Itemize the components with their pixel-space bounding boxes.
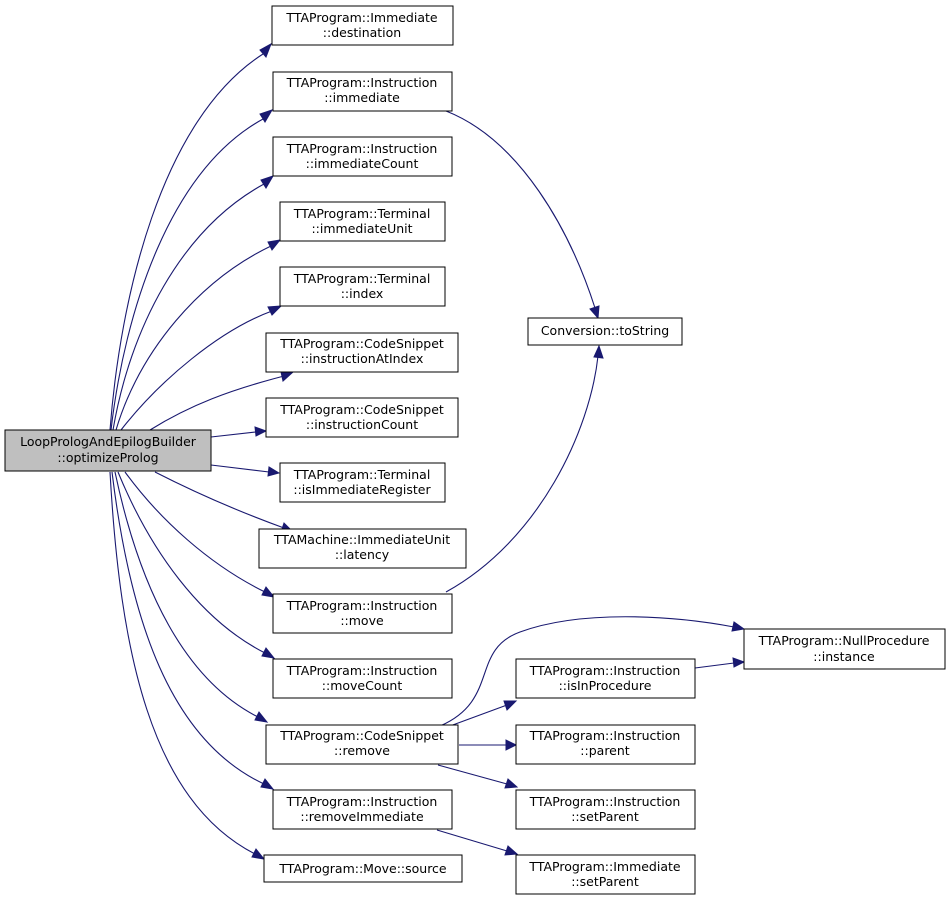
node-line2: ::isImmediateRegister bbox=[293, 482, 431, 497]
node-line2: ::destination bbox=[323, 25, 401, 40]
node-line1: TTAProgram::CodeSnippet bbox=[279, 728, 444, 743]
node-line1: LoopPrologAndEpilogBuilder bbox=[20, 434, 197, 449]
node-instruction-immediatecount[interactable]: TTAProgram::Instruction ::immediateCount bbox=[272, 136, 453, 177]
node-instruction-move[interactable]: TTAProgram::Instruction ::move bbox=[272, 593, 453, 634]
node-instruction-movecount[interactable]: TTAProgram::Instruction ::moveCount bbox=[272, 658, 453, 699]
edge-root-to-codesnippet-instructioncount bbox=[210, 426, 268, 438]
node-line1: TTAProgram::Instruction bbox=[286, 794, 438, 809]
node-nullprocedure-instance[interactable]: TTAProgram::NullProcedure ::instance bbox=[743, 628, 946, 670]
node-line2: ::removeImmediate bbox=[300, 809, 424, 824]
node-move-source[interactable]: TTAProgram::Move::source bbox=[263, 854, 463, 883]
node-line1: TTAProgram::Instruction bbox=[286, 598, 438, 613]
node-terminal-immediateunit[interactable]: TTAProgram::Terminal ::immediateUnit bbox=[279, 201, 446, 242]
node-loopprologandepilogbuilder-optimizeprolog[interactable]: LoopPrologAndEpilogBuilder ::optimizePro… bbox=[4, 429, 212, 472]
node-line1: TTAProgram::Instruction bbox=[529, 728, 681, 743]
node-instruction-setparent[interactable]: TTAProgram::Instruction ::setParent bbox=[515, 789, 696, 830]
edge-remove-to-instruction-parent bbox=[459, 739, 518, 751]
node-line2: ::setParent bbox=[571, 809, 639, 824]
node-line2: ::instructionCount bbox=[306, 417, 418, 432]
edge-instruction-immediate-to-tostring bbox=[445, 110, 600, 320]
edges bbox=[109, 42, 746, 860]
node-line1: TTAProgram::Terminal bbox=[293, 467, 431, 482]
node-line1: TTAProgram::Instruction bbox=[286, 141, 438, 156]
node-line1: TTAProgram::Move::source bbox=[278, 861, 447, 876]
edge-root-to-instruction-movecount bbox=[117, 471, 276, 659]
node-conversion-tostring[interactable]: Conversion::toString bbox=[527, 317, 683, 346]
node-line2: ::remove bbox=[334, 743, 390, 758]
node-line2: ::optimizeProlog bbox=[57, 450, 158, 465]
edge-root-to-immediateunit-latency bbox=[154, 471, 295, 533]
node-line2: ::index bbox=[341, 286, 384, 301]
edge-root-to-instruction-immediate bbox=[110, 109, 274, 431]
node-line1: TTAProgram::Immediate bbox=[285, 10, 437, 25]
edge-instruction-move-to-tostring bbox=[445, 344, 604, 593]
edge-root-to-terminal-index bbox=[120, 305, 283, 431]
node-terminal-isimmediateregister[interactable]: TTAProgram::Terminal ::isImmediateRegist… bbox=[279, 462, 446, 503]
node-line1: TTAProgram::Instruction bbox=[286, 663, 438, 678]
edge-remove-to-instruction-setparent bbox=[437, 764, 519, 789]
node-line2: ::latency bbox=[335, 547, 390, 562]
edge-root-to-codesnippet-remove bbox=[114, 471, 269, 723]
edge-root-to-move-source bbox=[109, 471, 266, 860]
edge-remove-to-isinprocedure bbox=[449, 700, 518, 727]
node-codesnippet-remove[interactable]: TTAProgram::CodeSnippet ::remove bbox=[265, 724, 459, 765]
node-instruction-removeimmediate[interactable]: TTAProgram::Instruction ::removeImmediat… bbox=[272, 789, 453, 830]
node-line1: TTAProgram::Instruction bbox=[529, 794, 681, 809]
edge-isinprocedure-to-nullprocedure-instance bbox=[694, 657, 746, 669]
edge-root-to-instruction-move bbox=[124, 471, 276, 598]
node-immediate-destination[interactable]: TTAProgram::Immediate ::destination bbox=[271, 5, 454, 46]
node-line1: Conversion::toString bbox=[541, 323, 669, 338]
edge-remove-to-nullprocedure-instance bbox=[439, 616, 746, 727]
node-line2: ::setParent bbox=[571, 874, 639, 889]
node-line1: TTAProgram::NullProcedure bbox=[758, 633, 930, 648]
edge-root-to-instruction-removeimmediate bbox=[111, 471, 275, 790]
node-immediate-setparent[interactable]: TTAProgram::Immediate ::setParent bbox=[515, 854, 696, 895]
node-line1: TTAProgram::Instruction bbox=[286, 75, 438, 90]
node-line2: ::immediateCount bbox=[306, 156, 419, 171]
node-line2: ::instructionAtIndex bbox=[301, 351, 424, 366]
node-instruction-isinprocedure[interactable]: TTAProgram::Instruction ::isInProcedure bbox=[515, 658, 696, 699]
node-line2: ::move bbox=[340, 613, 384, 628]
node-instruction-parent[interactable]: TTAProgram::Instruction ::parent bbox=[515, 724, 696, 765]
node-line1: TTAProgram::Terminal bbox=[293, 206, 431, 221]
nodes: LoopPrologAndEpilogBuilder ::optimizePro… bbox=[4, 5, 946, 895]
node-line1: TTAProgram::CodeSnippet bbox=[279, 336, 444, 351]
node-line2: ::moveCount bbox=[322, 678, 403, 693]
node-line1: TTAProgram::Immediate bbox=[528, 859, 680, 874]
node-line1: TTAMachine::ImmediateUnit bbox=[273, 532, 450, 547]
edge-removeimmediate-to-immediate-setparent bbox=[436, 829, 519, 856]
node-line2: ::parent bbox=[580, 743, 629, 758]
node-codesnippet-instructionatindex[interactable]: TTAProgram::CodeSnippet ::instructionAtI… bbox=[265, 332, 459, 373]
node-line2: ::immediateUnit bbox=[311, 221, 412, 236]
node-terminal-index[interactable]: TTAProgram::Terminal ::index bbox=[279, 266, 446, 307]
node-line2: ::isInProcedure bbox=[559, 678, 652, 693]
node-immediateunit-latency[interactable]: TTAMachine::ImmediateUnit ::latency bbox=[258, 528, 467, 569]
node-line1: TTAProgram::Terminal bbox=[293, 271, 431, 286]
node-line2: ::immediate bbox=[324, 90, 400, 105]
edge-root-to-instruction-immediatecount bbox=[112, 175, 275, 431]
node-line2: ::instance bbox=[813, 649, 875, 664]
node-line1: TTAProgram::CodeSnippet bbox=[279, 402, 444, 417]
node-line1: TTAProgram::Instruction bbox=[529, 663, 681, 678]
node-instruction-immediate[interactable]: TTAProgram::Instruction ::immediate bbox=[272, 71, 453, 112]
node-codesnippet-instructioncount[interactable]: TTAProgram::CodeSnippet ::instructionCou… bbox=[265, 397, 459, 438]
edge-root-to-terminal-immediateunit bbox=[115, 239, 282, 431]
edge-root-to-terminal-isimmediateregister bbox=[210, 464, 281, 477]
edge-root-to-immediate-destination bbox=[109, 42, 272, 431]
